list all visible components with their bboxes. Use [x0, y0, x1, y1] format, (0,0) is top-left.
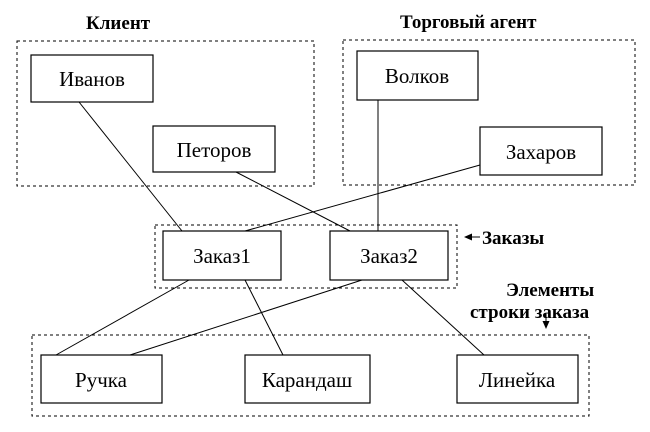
- group-agent: Торговый агент: [342, 12, 636, 186]
- node-order2[interactable]: Заказ2: [329, 230, 449, 281]
- group-client: Клиент: [16, 13, 315, 187]
- items-arrow-head: [542, 321, 550, 329]
- edge-ivanov-order1: [78, 101, 183, 232]
- node-petorov-label: Петоров: [177, 138, 252, 162]
- edge-petorov-order2: [235, 171, 351, 232]
- node-order1-label: Заказ1: [193, 244, 251, 268]
- node-zakharov[interactable]: Захаров: [479, 126, 603, 176]
- group-items: Элементы строки заказа: [31, 280, 594, 417]
- edge-zakharov-order1: [244, 164, 481, 232]
- edge-order2-pen: [129, 279, 363, 356]
- group-orders-frame: [154, 224, 458, 289]
- node-pencil[interactable]: Карандаш: [244, 354, 371, 404]
- node-volkov-box: [356, 50, 479, 101]
- node-ruler-label: Линейка: [479, 368, 556, 392]
- node-order1[interactable]: Заказ1: [162, 230, 282, 281]
- node-order2-label: Заказ2: [360, 244, 418, 268]
- node-pen-box: [40, 354, 163, 404]
- node-ivanov-label: Иванов: [59, 67, 125, 91]
- node-ruler[interactable]: Линейка: [456, 354, 579, 404]
- group-orders-label: Заказы: [482, 228, 544, 249]
- edge-order2-ruler: [401, 279, 485, 356]
- node-ivanov-box: [30, 54, 154, 103]
- node-pencil-box: [244, 354, 371, 404]
- node-petorov-box: [152, 125, 276, 173]
- node-ruler-box: [456, 354, 579, 404]
- node-pencil-label: Карандаш: [262, 368, 352, 392]
- group-items-label-line2: строки заказа: [470, 302, 590, 323]
- node-order1-box: [162, 230, 282, 281]
- group-orders: Заказы: [154, 224, 544, 289]
- group-agent-frame: [342, 39, 636, 186]
- group-client-label: Клиент: [86, 13, 151, 34]
- edge-lines: [55, 100, 485, 356]
- node-zakharov-box: [479, 126, 603, 176]
- node-petorov[interactable]: Петоров: [152, 125, 276, 173]
- node-pen-label: Ручка: [75, 368, 128, 392]
- node-zakharov-label: Захаров: [506, 140, 576, 164]
- group-items-label-line1: Элементы: [506, 280, 594, 301]
- node-volkov-label: Волков: [385, 64, 449, 88]
- edge-order1-pen: [55, 279, 190, 356]
- orders-arrow-head: [464, 233, 472, 241]
- node-pen[interactable]: Ручка: [40, 354, 163, 404]
- node-order2-box: [329, 230, 449, 281]
- group-agent-label: Торговый агент: [400, 12, 537, 33]
- group-client-frame: [16, 40, 315, 187]
- edge-order1-pencil: [244, 279, 284, 356]
- group-items-frame: [31, 334, 590, 417]
- node-volkov[interactable]: Волков: [356, 50, 479, 101]
- node-ivanov[interactable]: Иванов: [30, 54, 154, 103]
